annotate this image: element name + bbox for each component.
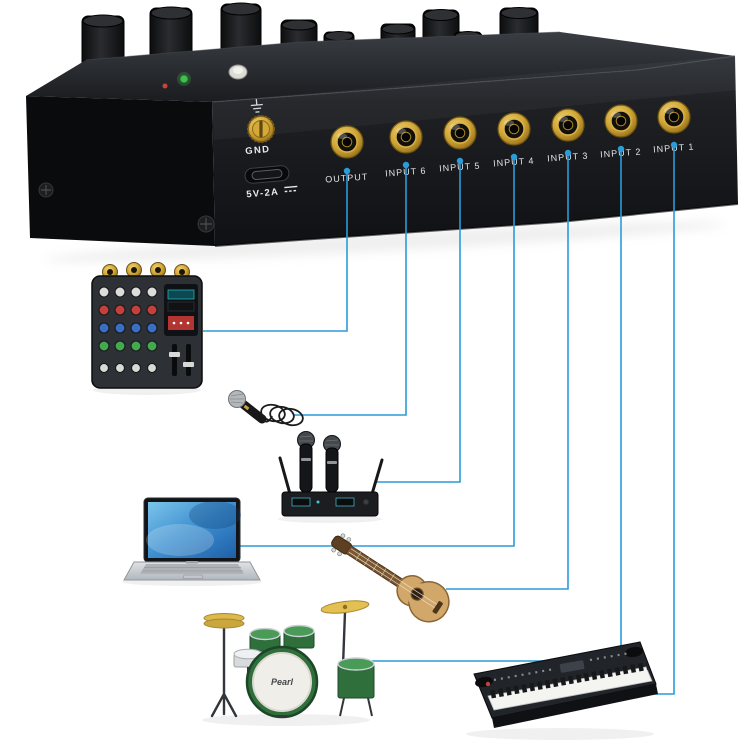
- chassis-top-face: [26, 32, 735, 102]
- input-2-jack: [604, 104, 638, 138]
- input-5-jack: [443, 116, 477, 150]
- chassis-left-face: [26, 96, 215, 246]
- gnd-label: GND: [245, 144, 271, 157]
- connection-input6-to-microphone: [294, 161, 410, 416]
- output-jack: [330, 125, 364, 159]
- crash-cymbal: [320, 600, 370, 614]
- chassis-front-face: [212, 56, 738, 246]
- wireless-handheld-mic: [297, 431, 315, 493]
- input-1-jack: [657, 100, 691, 134]
- ukulele-sound-hole: [410, 587, 424, 601]
- laptop-screen: [148, 502, 236, 558]
- connection-input4-to-laptop: [239, 153, 518, 547]
- floor-tom: [337, 657, 375, 717]
- keyboard-speaker: [625, 646, 643, 658]
- connection-output-to-mixer: [203, 167, 351, 332]
- microphone-icon: [228, 390, 304, 427]
- tom-drums: [249, 624, 315, 652]
- input-6-jack: [389, 120, 423, 154]
- input-4-jack: [497, 112, 531, 146]
- usb-c-port: [244, 165, 290, 184]
- drum-brand-label: Pearl: [271, 677, 294, 687]
- laptop-icon: [122, 497, 262, 586]
- mixer-knobs: [98, 286, 158, 374]
- bottom-edge: [214, 203, 739, 247]
- wireless-handheld-mic: [323, 435, 341, 493]
- ground-symbol-icon: [250, 98, 263, 113]
- hi-hat-cymbals: [203, 613, 245, 629]
- mixer-faders: [169, 344, 194, 376]
- front-edge-highlight: [211, 55, 736, 103]
- jack-row: [330, 100, 691, 159]
- electronic-keyboard-icon: [466, 641, 658, 740]
- ukulele-icon: [331, 533, 450, 623]
- chassis-screw: [38, 182, 54, 198]
- wireless-microphone-system-icon: [278, 431, 384, 523]
- device-shadow: [45, 222, 725, 262]
- connection-input5-to-wireless-mics: [377, 157, 464, 483]
- mixer-unit: GND 5V-2A: [26, 2, 739, 262]
- microphone-cable: [260, 403, 304, 427]
- bass-drum: Pearl: [245, 645, 319, 719]
- keyboard-display: [559, 660, 585, 673]
- back-edge-highlight: [85, 31, 561, 61]
- white-knob: [228, 64, 248, 80]
- input-3-jack: [551, 108, 585, 142]
- power-led: [179, 74, 189, 84]
- connection-lines: [203, 141, 678, 695]
- wireless-receiver: [281, 491, 379, 517]
- power-spec: 5V-2A: [246, 185, 298, 200]
- front-face-sheen: [212, 56, 736, 140]
- mixer-icon: [91, 262, 203, 395]
- keyboard-keys: [487, 662, 653, 711]
- signal-led: [162, 83, 168, 89]
- connection-input3-to-ukulele: [446, 149, 572, 590]
- chassis-screw: [197, 215, 215, 233]
- drum-kit-icon: Pearl: [202, 600, 375, 726]
- gnd-binding-post: [247, 115, 275, 143]
- power-label: 5V-2A: [246, 187, 280, 201]
- dc-power-icon: [284, 185, 298, 193]
